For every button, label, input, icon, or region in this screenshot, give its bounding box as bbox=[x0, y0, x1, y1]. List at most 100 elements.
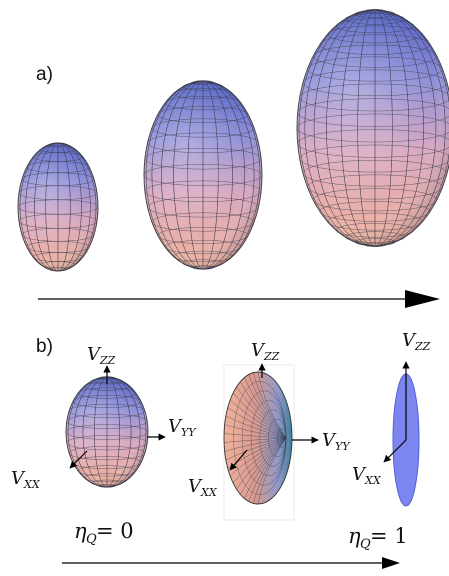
label-vxx-b1: V XX bbox=[11, 468, 41, 491]
mesh-ring-line bbox=[233, 381, 287, 495]
label-vyy-b1: V YY bbox=[168, 416, 197, 439]
panel-b-label: b) bbox=[36, 336, 53, 357]
mesh-latitude-line bbox=[77, 387, 137, 399]
svg-text:η: η bbox=[74, 519, 87, 543]
mesh-latitude-line bbox=[297, 98, 449, 127]
mesh-latitude-line bbox=[335, 222, 415, 238]
growth-arrow bbox=[38, 290, 440, 308]
mesh-radial-line bbox=[236, 386, 287, 439]
ellipsoid-eta-zero bbox=[65, 376, 149, 488]
ellipsoid-shading bbox=[144, 81, 262, 269]
mesh-latitude-line bbox=[307, 174, 443, 200]
mesh-radial-line bbox=[230, 399, 287, 439]
ellipsoid-small bbox=[17, 142, 99, 272]
mesh-latitude-line bbox=[68, 445, 146, 461]
mesh-latitude-line bbox=[307, 56, 443, 82]
mesh-radial-line bbox=[225, 415, 287, 439]
mesh-radial-line bbox=[240, 381, 287, 439]
ellipsoid-shading bbox=[66, 377, 148, 487]
svg-text:ZZ: ZZ bbox=[414, 340, 431, 353]
svg-text:V: V bbox=[87, 344, 102, 365]
label-vxx-b2: V XX bbox=[188, 476, 218, 499]
arrow-head-icon bbox=[405, 290, 440, 308]
mesh-radial-line bbox=[236, 437, 287, 490]
panel-a-label: a) bbox=[36, 64, 53, 85]
label-vyy-b2: V YY bbox=[322, 430, 351, 453]
mesh-latitude-line bbox=[66, 435, 148, 451]
mesh-latitude-line bbox=[344, 13, 406, 25]
mesh-latitude-line bbox=[312, 188, 438, 212]
mesh-radial-line bbox=[253, 437, 287, 504]
mesh-latitude-line bbox=[83, 473, 131, 483]
mesh-longitude-line bbox=[145, 80, 261, 270]
svg-text:η: η bbox=[348, 524, 361, 548]
mesh-latitude-line bbox=[147, 132, 259, 154]
mesh-latitude-line bbox=[77, 465, 137, 477]
mesh-latitude-line bbox=[327, 212, 423, 231]
eta-right-label: η Q = 1 bbox=[348, 524, 408, 552]
eta-left-label: η Q = 0 bbox=[74, 519, 134, 547]
mesh-latitude-line bbox=[144, 147, 262, 170]
ellipsoid-shading bbox=[297, 10, 449, 246]
mesh-latitude-line bbox=[144, 180, 262, 203]
svg-text:V: V bbox=[352, 464, 367, 485]
mesh-latitude-line bbox=[312, 44, 438, 68]
svg-text:= 0: = 0 bbox=[96, 519, 134, 543]
ellipsoid-shading bbox=[18, 143, 98, 271]
label-vzz-b2: V ZZ bbox=[251, 340, 280, 363]
svg-text:XX: XX bbox=[23, 478, 41, 491]
mesh-radial-line bbox=[232, 437, 287, 484]
mesh-radial-line bbox=[244, 377, 287, 439]
mesh-radial-line bbox=[253, 372, 287, 439]
mesh-latitude-line bbox=[182, 82, 224, 91]
svg-text:V: V bbox=[251, 340, 266, 361]
mesh-latitude-line bbox=[302, 159, 448, 187]
eta-arrow bbox=[62, 557, 400, 569]
mesh-latitude-line bbox=[173, 250, 233, 262]
mesh-latitude-line bbox=[147, 196, 259, 218]
mesh-latitude-line bbox=[157, 106, 249, 123]
mesh-radial-line bbox=[232, 392, 287, 439]
mesh-latitude-line bbox=[68, 403, 146, 419]
mesh-radial-line bbox=[257, 371, 287, 439]
ellipsoid-eta-intermediate bbox=[223, 364, 295, 521]
svg-text:ZZ: ZZ bbox=[263, 350, 280, 363]
mesh-latitude-line bbox=[296, 113, 449, 143]
mesh-latitude-line bbox=[66, 413, 148, 429]
svg-text:Q: Q bbox=[360, 537, 371, 552]
mesh-latitude-line bbox=[297, 129, 449, 158]
svg-text:V: V bbox=[168, 416, 183, 437]
svg-text:V: V bbox=[11, 468, 26, 489]
mesh-latitude-line bbox=[182, 259, 224, 268]
svg-text:= 1: = 1 bbox=[370, 524, 408, 548]
label-vzz-b3: V ZZ bbox=[402, 330, 431, 353]
mesh-latitude-line bbox=[299, 83, 449, 112]
mesh-latitude-line bbox=[65, 424, 149, 440]
mesh-longitude-line bbox=[19, 142, 97, 272]
label-vxx-b3: V XX bbox=[352, 464, 382, 487]
svg-text:XX: XX bbox=[200, 486, 218, 499]
mesh-latitude-line bbox=[72, 395, 142, 408]
svg-text:XX: XX bbox=[364, 474, 382, 487]
mesh-radial-line bbox=[248, 374, 287, 439]
mesh-latitude-line bbox=[302, 69, 448, 97]
mesh-radial-line bbox=[244, 437, 287, 499]
mesh-latitude-line bbox=[157, 227, 249, 244]
ellipsoid-surface bbox=[223, 371, 293, 505]
mesh-latitude-line bbox=[151, 118, 255, 138]
axes-b2 bbox=[229, 363, 319, 471]
ellipsoid-large bbox=[296, 8, 449, 248]
ellipsoid-medium bbox=[143, 80, 263, 270]
mesh-radial-line bbox=[257, 437, 287, 505]
svg-text:ZZ: ZZ bbox=[99, 354, 116, 367]
mesh-radial-line bbox=[230, 437, 287, 477]
svg-text:Q: Q bbox=[86, 532, 97, 547]
mesh-latitude-line bbox=[335, 18, 415, 34]
mesh-latitude-line bbox=[143, 164, 263, 186]
mesh-latitude-line bbox=[164, 95, 242, 111]
mesh-latitude-line bbox=[319, 34, 431, 55]
svg-text:V: V bbox=[322, 430, 337, 451]
svg-text:V: V bbox=[402, 330, 417, 351]
